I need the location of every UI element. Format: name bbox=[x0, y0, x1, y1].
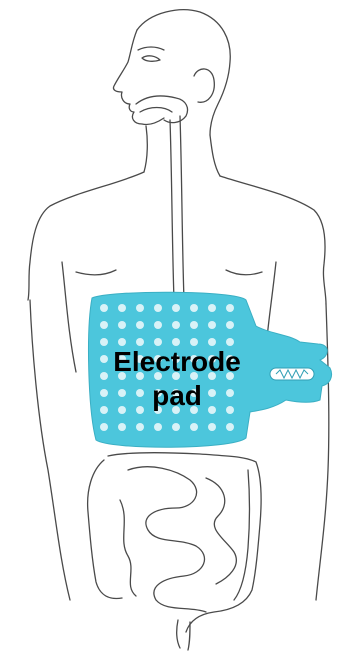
electrode-dot bbox=[154, 321, 162, 329]
rib-hint-right bbox=[226, 270, 262, 275]
electrode-dot bbox=[190, 304, 198, 312]
left-arm-inner bbox=[62, 262, 76, 372]
face-profile bbox=[113, 30, 164, 125]
electrode-dot bbox=[208, 304, 216, 312]
pad-label-line1: Electrode bbox=[92, 345, 262, 379]
electrode-dot bbox=[190, 423, 198, 431]
tongue bbox=[140, 108, 172, 113]
left-torso-side bbox=[30, 300, 70, 600]
electrode-dot bbox=[100, 423, 108, 431]
esophagus-left bbox=[170, 120, 174, 300]
rectum bbox=[177, 620, 190, 650]
pad-label-line2: pad bbox=[92, 379, 262, 413]
electrode-dot bbox=[136, 321, 144, 329]
electrode-dot bbox=[154, 423, 162, 431]
electrode-dot bbox=[154, 304, 162, 312]
rib-hint-left bbox=[76, 270, 116, 275]
electrode-dot bbox=[172, 304, 180, 312]
electrode-dot bbox=[190, 321, 198, 329]
large-intestine bbox=[88, 453, 262, 632]
electrode-dot bbox=[172, 423, 180, 431]
electrode-dot bbox=[118, 304, 126, 312]
head-outline bbox=[137, 10, 230, 135]
neck-front bbox=[144, 126, 147, 172]
electrode-dot bbox=[208, 321, 216, 329]
electrode-dot bbox=[226, 423, 234, 431]
electrode-dot bbox=[136, 304, 144, 312]
electrode-pad-label: Electrode pad bbox=[92, 345, 262, 413]
eyebrow bbox=[138, 47, 164, 50]
electrode-dot bbox=[208, 423, 216, 431]
electrode-dot bbox=[172, 321, 180, 329]
electrode-dot bbox=[100, 321, 108, 329]
neck-back bbox=[210, 135, 220, 176]
left-shoulder bbox=[28, 172, 144, 300]
esophagus-right bbox=[180, 116, 184, 300]
electrode-dot bbox=[226, 321, 234, 329]
electrode-dot bbox=[136, 423, 144, 431]
ear bbox=[194, 69, 214, 102]
electrode-dot bbox=[100, 304, 108, 312]
eye bbox=[142, 56, 160, 61]
electrode-dot bbox=[226, 304, 234, 312]
electrode-dot bbox=[118, 321, 126, 329]
small-intestine bbox=[120, 467, 236, 612]
electrode-dot bbox=[118, 423, 126, 431]
